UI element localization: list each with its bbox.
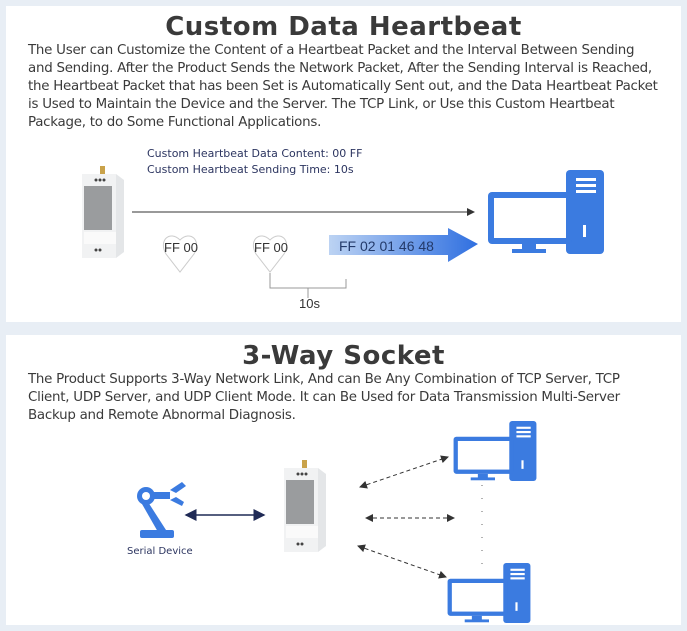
device-icon xyxy=(276,460,336,560)
heart-label-1: FF 00 xyxy=(164,240,198,255)
socket-description: The Product Supports 3-Way Network Link,… xyxy=(28,372,620,423)
server-computer-icon xyxy=(486,170,606,254)
packet-arrow xyxy=(329,228,478,262)
heart-label-2: FF 00 xyxy=(254,240,288,255)
server-computer-icon-1 xyxy=(452,421,538,481)
socket-panel: 3-Way Socket The Product Supports 3-Way … xyxy=(6,335,681,625)
socket-diagram xyxy=(184,455,483,579)
heart-icon-2 xyxy=(252,235,288,273)
server-computer-icon-2 xyxy=(446,563,532,623)
robot-arm-icon xyxy=(137,482,186,538)
heartbeat-title: Custom Data Heartbeat xyxy=(165,12,522,42)
heartbeat-description: The User can Customize the Content of a … xyxy=(28,43,658,130)
heart-icon-1 xyxy=(162,235,198,273)
heartbeat-data-content: Custom Heartbeat Data Content: 00 FF xyxy=(147,147,363,160)
heartbeat-sending-time: Custom Heartbeat Sending Time: 10s xyxy=(147,163,354,176)
interval-bracket xyxy=(269,273,347,298)
packet-label: FF 02 01 46 48 xyxy=(339,238,434,254)
link-arrow-3 xyxy=(357,544,447,579)
serial-device-label: Serial Device xyxy=(127,546,193,557)
socket-title: 3-Way Socket xyxy=(242,341,445,371)
interval-label: 10s xyxy=(299,296,320,311)
heartbeat-panel: Custom Data Heartbeat The User can Custo… xyxy=(6,6,681,322)
heartbeat-diagram xyxy=(132,208,478,298)
link-arrow-1 xyxy=(359,455,449,489)
